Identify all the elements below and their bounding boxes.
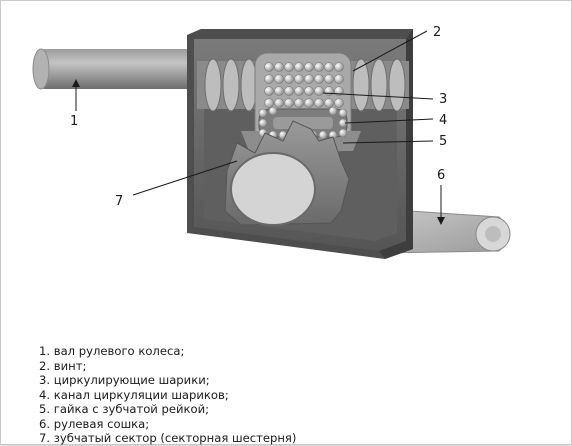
callout-7: 7 [115, 194, 123, 209]
leader-line-5 [342, 140, 434, 144]
callout-6: 6 [437, 168, 445, 183]
legend-item-ball-channel: 4. канал циркуляции шариков; [39, 387, 229, 402]
legend-item-circulating-balls: 3. циркулирующие шарики; [39, 373, 210, 387]
legend-item-rack-nut: 5. гайка с зубчатой рейкой; [39, 402, 210, 416]
callout-2: 2 [433, 25, 441, 40]
steering-gear-diagram: 1 2 3 4 5 6 7 [32, 25, 511, 259]
leader-line-7 [132, 160, 238, 196]
toothed-sector [224, 120, 350, 226]
arrowhead-1 [72, 79, 80, 87]
callout-5: 5 [439, 134, 447, 149]
legend-list: 1. вал рулевого колеса; 2. винт; 3. цирк… [39, 344, 296, 446]
leader-line-2 [352, 30, 428, 72]
callout-1: 1 [70, 114, 78, 129]
leader-line-3 [322, 92, 434, 100]
callout-3: 3 [439, 92, 447, 107]
leader-line-4 [344, 118, 434, 124]
legend-item-toothed-sector: 7. зубчатый сектор (секторная шестерня) [39, 431, 297, 445]
leader-lines [75, 30, 442, 217]
legend-item-pitman-arm: 6. рулевая сошка; [39, 416, 150, 431]
arrowhead-6 [437, 217, 445, 225]
steering-shaft [32, 48, 201, 90]
legend-item-steering-shaft: 1. вал рулевого колеса; [39, 344, 185, 358]
circulating-balls [264, 62, 344, 108]
legend-item-screw: 2. винт; [39, 358, 87, 373]
callout-4: 4 [439, 113, 447, 128]
